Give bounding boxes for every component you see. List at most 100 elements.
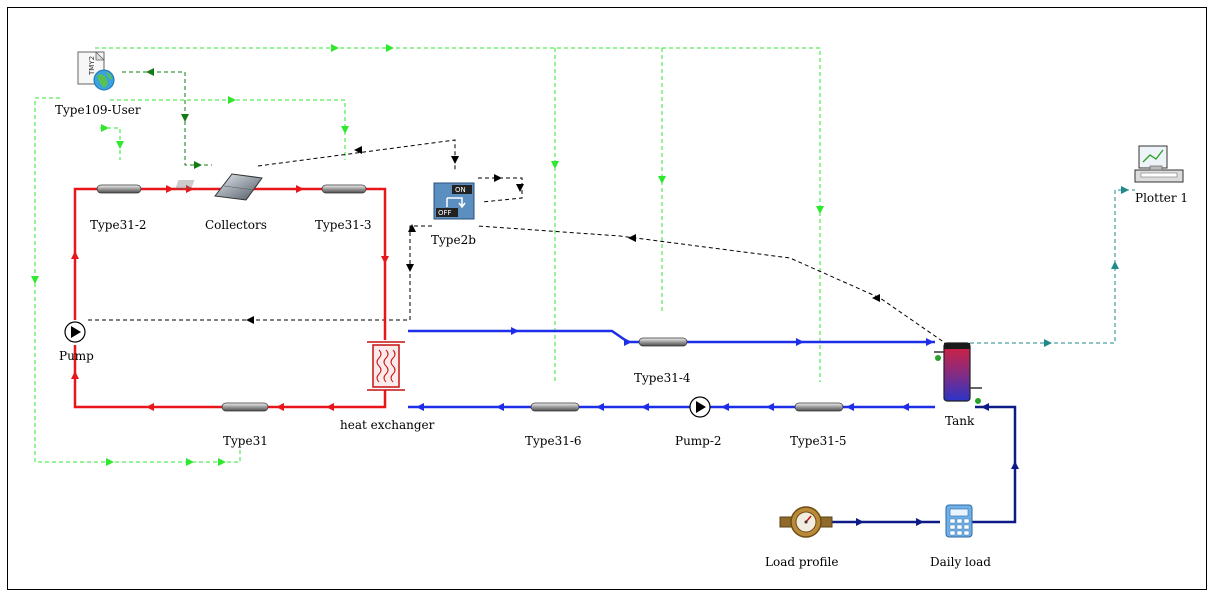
- label-type31-6: Type31-6: [525, 434, 582, 448]
- flow-arrow-icon: [218, 458, 226, 466]
- label-collectors: Collectors: [205, 218, 267, 232]
- pipe-type31-5[interactable]: [794, 402, 844, 412]
- flow-arrow-icon: [872, 294, 880, 302]
- radiation-link: [122, 71, 212, 166]
- tank-icon[interactable]: [934, 342, 982, 404]
- flow-arrow-icon: [186, 185, 194, 193]
- flow-arrow-icon: [816, 206, 824, 214]
- label-type31-2: Type31-2: [90, 218, 147, 232]
- pipe-type31-6[interactable]: [530, 402, 580, 412]
- collectors-icon[interactable]: [175, 173, 263, 201]
- control-link-feedback: [478, 177, 523, 203]
- weather-link-type31: [34, 97, 241, 463]
- pump-2-icon[interactable]: [689, 396, 711, 418]
- flow-arrow-icon: [1044, 339, 1052, 347]
- pipe-type31[interactable]: [221, 402, 269, 412]
- flow-arrow-icon: [326, 403, 334, 411]
- pipe-type31-2[interactable]: [96, 184, 142, 194]
- flow-arrow-icon: [624, 338, 632, 346]
- label-type31-4: Type31-4: [634, 371, 691, 385]
- flow-arrow-icon: [146, 68, 154, 76]
- weather-link-type31-3: [110, 99, 346, 160]
- flow-arrow-icon: [416, 403, 424, 411]
- controller-off-label: OFF: [438, 209, 452, 217]
- flow-arrow-icon: [71, 371, 79, 379]
- plotter-icon[interactable]: [1134, 145, 1184, 183]
- flow-arrow-icon: [494, 174, 502, 182]
- label-pump-2: Pump-2: [675, 434, 722, 448]
- label-tank: Tank: [945, 414, 975, 428]
- flow-arrow-icon: [246, 316, 254, 324]
- flow-arrow-icon: [658, 176, 666, 184]
- flow-arrow-icon: [766, 403, 774, 411]
- weather-data-icon[interactable]: TMY2: [77, 51, 115, 91]
- flow-arrow-icon: [721, 403, 729, 411]
- flow-arrow-icon: [296, 185, 304, 193]
- flow-arrow-icon: [354, 146, 362, 154]
- flow-arrows: [31, 44, 1129, 526]
- flow-arrow-icon: [186, 458, 194, 466]
- flow-arrow-icon: [106, 458, 114, 466]
- label-type31-3: Type31-3: [315, 218, 372, 232]
- flow-arrow-icon: [916, 518, 924, 526]
- flow-arrow-icon: [166, 185, 174, 193]
- supply-loop: [820, 405, 1017, 524]
- label-type2b: Type2b: [431, 233, 476, 247]
- diagram-frame: [7, 7, 1207, 590]
- flow-arrow-icon: [981, 403, 989, 411]
- label-type31-5: Type31-5: [790, 434, 847, 448]
- flow-arrow-icon: [1121, 186, 1129, 194]
- flow-arrow-icon: [901, 403, 909, 411]
- flow-arrow-icon: [596, 403, 604, 411]
- flow-arrow-icon: [1111, 261, 1119, 269]
- controller-on-label: ON: [455, 186, 466, 194]
- flow-arrow-icon: [341, 126, 349, 134]
- pipe-type31-4[interactable]: [638, 337, 688, 347]
- heat-exchanger-icon[interactable]: [367, 341, 405, 391]
- flow-arrow-icon: [276, 403, 284, 411]
- flow-arrow-icon: [856, 518, 864, 526]
- pump-icon[interactable]: [64, 321, 86, 343]
- flow-arrow-icon: [796, 338, 804, 346]
- flow-arrow-icon: [406, 264, 414, 272]
- flow-arrow-icon: [641, 403, 649, 411]
- flow-arrow-icon: [451, 156, 459, 164]
- control-link-tank: [477, 225, 949, 346]
- label-daily-load: Daily load: [930, 555, 991, 569]
- flow-arrow-icon: [511, 327, 519, 335]
- flow-arrow-icon: [846, 403, 854, 411]
- flow-arrow-icon: [408, 224, 416, 232]
- flow-arrow-icon: [551, 161, 559, 169]
- controller-icon[interactable]: ON OFF: [433, 182, 475, 220]
- flow-arrow-icon: [101, 124, 109, 132]
- flow-arrow-icon: [181, 114, 189, 122]
- flow-arrow-icon: [496, 403, 504, 411]
- flow-arrow-icon: [31, 276, 39, 284]
- flow-arrow-icon: [1011, 461, 1019, 469]
- control-link-collectors: [257, 139, 456, 172]
- label-load-profile: Load profile: [765, 555, 838, 569]
- flow-arrow-icon: [71, 251, 79, 259]
- flow-arrow-icon: [628, 234, 636, 242]
- control-link-pump: [85, 225, 432, 321]
- control-links: [85, 139, 949, 346]
- label-type31: Type31: [223, 434, 268, 448]
- label-pump: Pump: [59, 349, 94, 363]
- flow-arrow-icon: [926, 338, 934, 346]
- flow-arrow-icon: [381, 256, 389, 264]
- pipe-type31-3[interactable]: [321, 184, 367, 194]
- flow-arrow-icon: [386, 44, 394, 52]
- daily-load-icon[interactable]: [945, 504, 973, 538]
- flow-arrow-icon: [146, 403, 154, 411]
- plotter-link: [970, 189, 1135, 344]
- label-heat-exchanger: heat exchanger: [340, 418, 435, 432]
- flow-arrow-icon: [331, 44, 339, 52]
- label-plotter: Plotter 1: [1135, 191, 1188, 205]
- label-type109-user: Type109-User: [55, 103, 141, 117]
- flow-arrow-icon: [116, 141, 124, 149]
- flow-arrow-icon: [194, 161, 202, 169]
- flow-arrow-icon: [516, 184, 524, 192]
- load-profile-icon[interactable]: [779, 506, 833, 538]
- flow-arrow-icon: [228, 96, 236, 104]
